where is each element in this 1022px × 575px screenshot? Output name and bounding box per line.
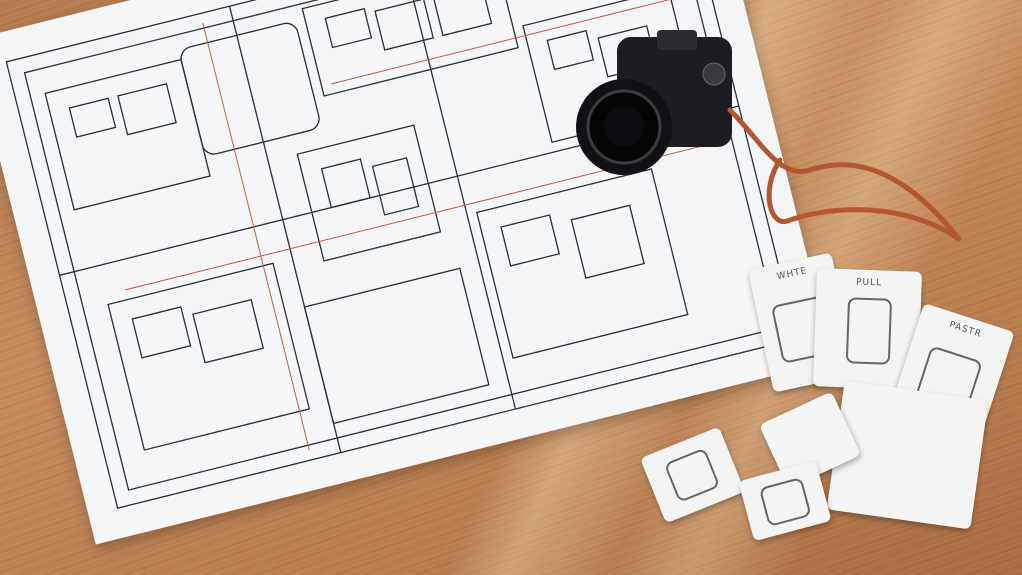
outlet-icon: [845, 297, 893, 365]
outlet-icon: [758, 476, 812, 527]
camera: [576, 30, 732, 175]
camera-strap: [727, 107, 962, 243]
card-label: PULL: [855, 277, 883, 289]
outlet-icon: [663, 447, 721, 503]
